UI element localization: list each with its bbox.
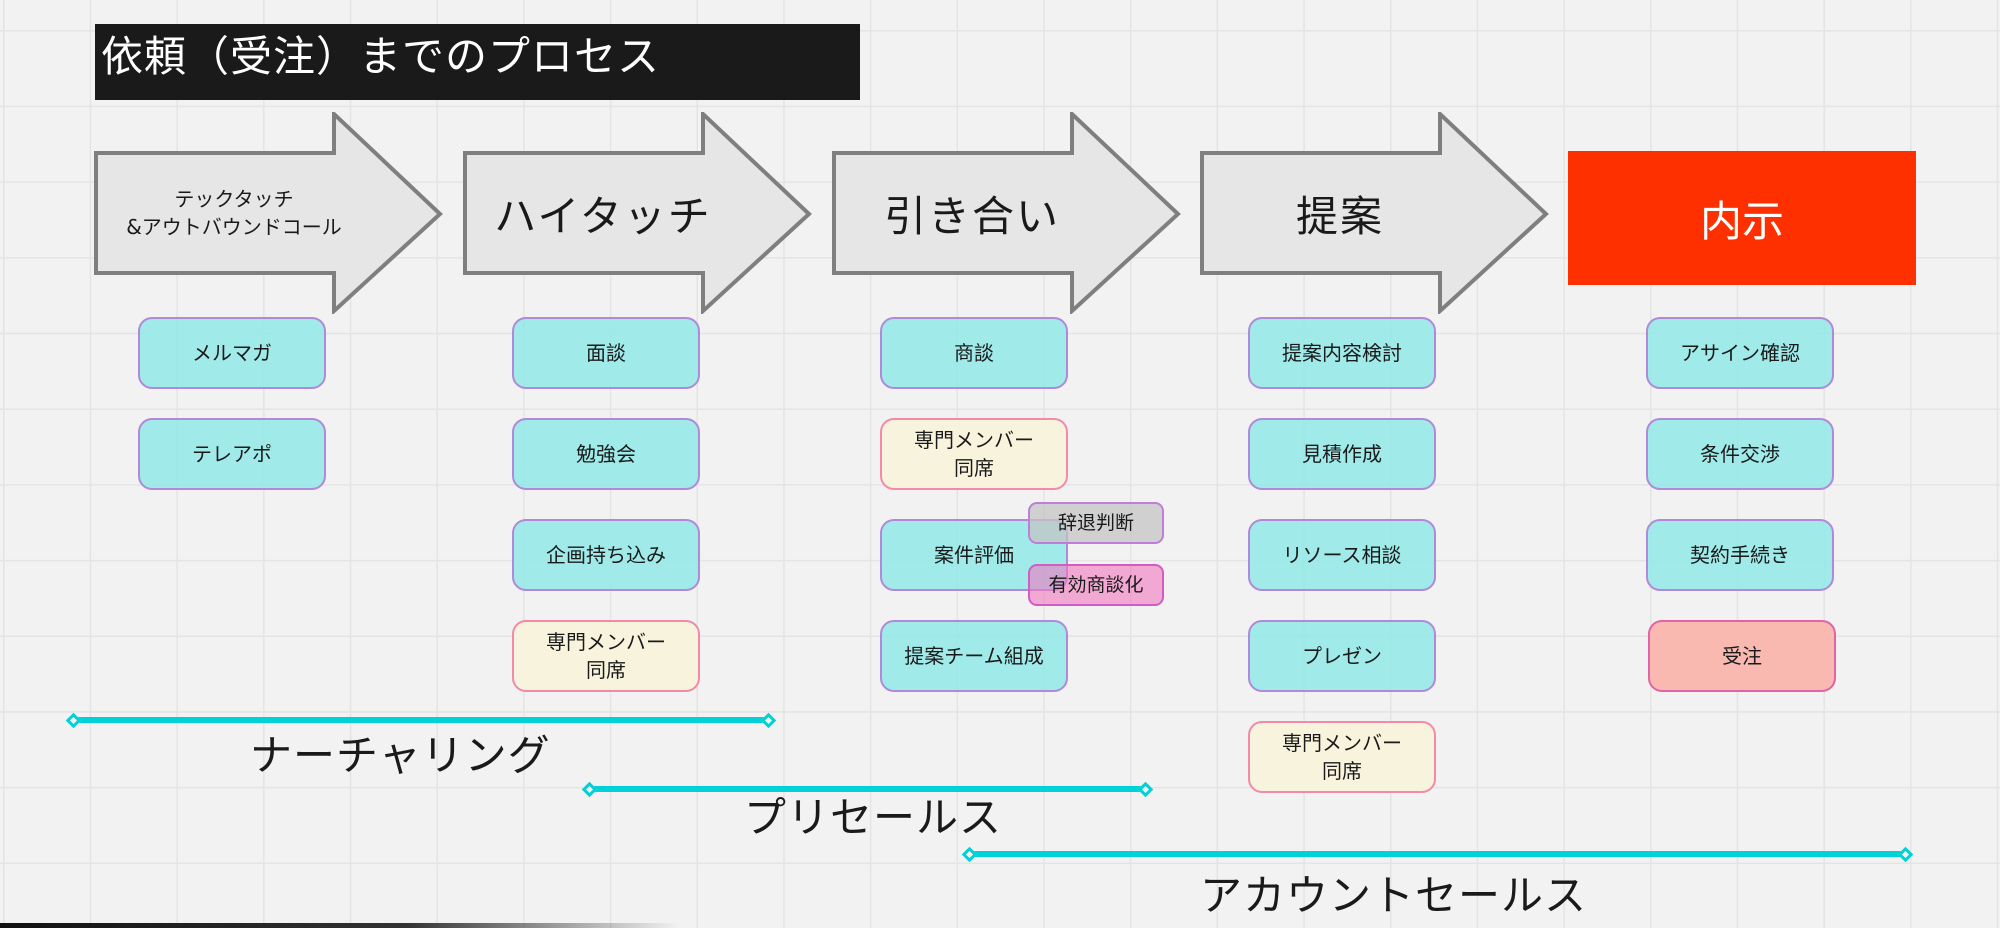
specialist-label-line2: 同席: [1322, 759, 1362, 783]
activity-label: 案件評価: [934, 543, 1014, 567]
activity-label: 面談: [586, 341, 626, 365]
phase-end-diamond-icon: [1137, 781, 1154, 798]
stage-label: 引き合い: [883, 191, 1060, 241]
specialist-label-line1: 専門メンバー: [546, 630, 666, 654]
stage-label-line2: &アウトバウンドコール: [126, 215, 342, 239]
arrow-shape: [463, 112, 812, 314]
phase-start-diamond-icon: [581, 781, 598, 798]
phase-line-account-sales: [970, 851, 1906, 857]
activity-label: 条件交渉: [1700, 442, 1780, 466]
activity-card: 契約手続き: [1646, 519, 1834, 591]
stage-label: 内示: [1699, 196, 1784, 246]
activity-label: 提案チーム組成: [904, 644, 1044, 668]
specialist-label-line2: 同席: [586, 658, 626, 682]
activity-card: 提案内容検討: [1248, 317, 1436, 389]
order-label: 受注: [1722, 644, 1762, 668]
activity-card: 企画持ち込み: [512, 519, 700, 591]
activity-label: メルマガ: [192, 341, 272, 365]
activity-card: リソース相談: [1248, 519, 1436, 591]
activity-label: 勉強会: [576, 442, 636, 466]
activity-card: 条件交渉: [1646, 418, 1834, 490]
arrow-shape: [1200, 112, 1549, 314]
stage-label-line1: テックタッチ: [174, 187, 294, 211]
activity-card: 提案チーム組成: [880, 620, 1068, 692]
stage-final-informal-offer: 内示: [1568, 151, 1916, 285]
activity-label: リソース相談: [1282, 543, 1402, 567]
specialist-card: 専門メンバー 同席: [1248, 721, 1436, 793]
bottom-edge-bar: [0, 923, 680, 928]
phase-label-account-sales: アカウントセールス: [1200, 871, 1588, 920]
stage-label: 提案: [1295, 191, 1384, 241]
activity-label: 契約手続き: [1690, 543, 1790, 567]
activity-label: 提案内容検討: [1282, 341, 1402, 365]
activity-card: 見積作成: [1248, 418, 1436, 490]
specialist-label-line2: 同席: [954, 456, 994, 480]
activity-card: メルマガ: [138, 317, 326, 389]
specialist-card: 専門メンバー 同席: [880, 418, 1068, 490]
activity-label: 企画持ち込み: [546, 543, 666, 567]
phase-label-presales: プリセールス: [744, 793, 1003, 842]
page-title: 依頼（受注）までのプロセス: [95, 24, 860, 100]
specialist-label-line1: 専門メンバー: [1282, 731, 1402, 755]
activity-label: アサイン確認: [1680, 341, 1800, 365]
qualified-deal-card: 有効商談化: [1028, 564, 1164, 606]
phase-line-nurturing: [73, 717, 769, 723]
activity-card: 商談: [880, 317, 1068, 389]
phase-end-diamond-icon: [760, 712, 777, 729]
phase-start-diamond-icon: [65, 712, 82, 729]
activity-label: テレアポ: [192, 442, 272, 466]
activity-card: 勉強会: [512, 418, 700, 490]
stage-arrow-inquiry: 引き合い: [832, 112, 1182, 314]
stage-label: ハイタッチ: [494, 191, 712, 241]
qualified-label: 有効商談化: [1048, 574, 1144, 596]
decline-decision-card: 辞退判断: [1028, 502, 1164, 544]
decline-label: 辞退判断: [1057, 512, 1134, 534]
activity-card: 面談: [512, 317, 700, 389]
activity-card: アサイン確認: [1646, 317, 1834, 389]
arrow-shape: [832, 112, 1181, 314]
activity-label: プレゼン: [1302, 644, 1382, 668]
phase-start-diamond-icon: [961, 846, 978, 863]
phase-end-diamond-icon: [1897, 846, 1914, 863]
stage-arrow-proposal: 提案: [1200, 112, 1550, 314]
stage-label: テックタッチ &アウトバウンドコール: [94, 112, 374, 314]
activity-card: テレアポ: [138, 418, 326, 490]
order-card: 受注: [1648, 620, 1836, 692]
activity-card: プレゼン: [1248, 620, 1436, 692]
activity-label: 商談: [954, 341, 994, 365]
specialist-label-line1: 専門メンバー: [914, 428, 1034, 452]
arrow-shape: [94, 112, 443, 314]
stage-arrow-high-touch: ハイタッチ: [463, 112, 813, 314]
phase-label-nurturing: ナーチャリング: [250, 731, 551, 780]
specialist-card: 専門メンバー 同席: [512, 620, 700, 692]
phase-line-presales: [590, 786, 1146, 792]
activity-label: 見積作成: [1302, 442, 1382, 466]
stage-arrow-tech-touch: テックタッチ &アウトバウンドコール: [94, 112, 444, 314]
